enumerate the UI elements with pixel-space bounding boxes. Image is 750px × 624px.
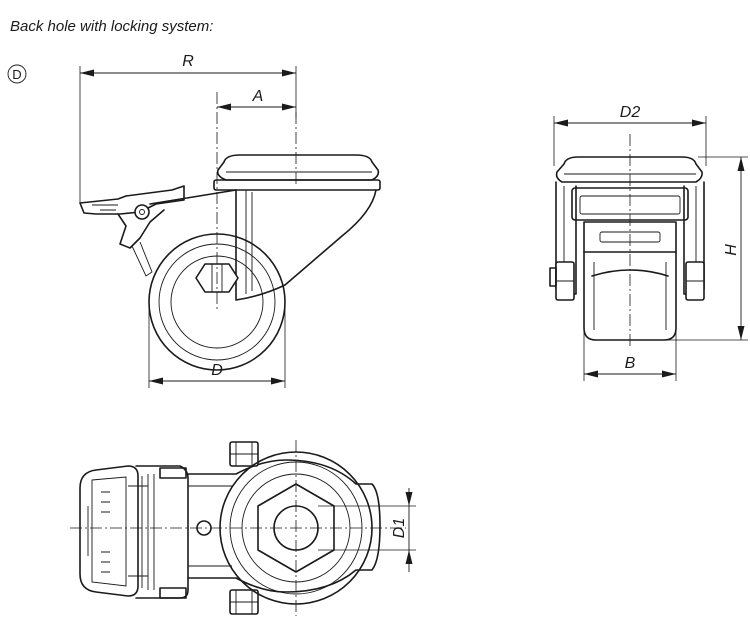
variant-marker: D [7,64,27,84]
dimension-d: D [148,302,286,388]
dimension-a-label: A [252,88,264,105]
dimension-b-label: B [625,355,636,372]
dimension-h-label: H [723,244,740,256]
side-view [79,154,381,371]
dimension-r-label: R [182,53,194,70]
dimension-h: H [664,156,748,341]
drawing-title: Back hole with locking system: [10,18,213,35]
dimension-d1-label: D1 [391,518,408,538]
dimension-d2: D2 [553,104,707,166]
dimension-a: A [217,88,296,111]
dimension-d2-label: D2 [620,104,641,121]
dimension-r: R [79,53,297,204]
dimension-d-label: D [211,362,223,379]
dimension-b: B [583,330,677,381]
variant-label: D [12,67,21,82]
dimension-d1: D1 [318,488,416,572]
front-view [549,156,705,341]
